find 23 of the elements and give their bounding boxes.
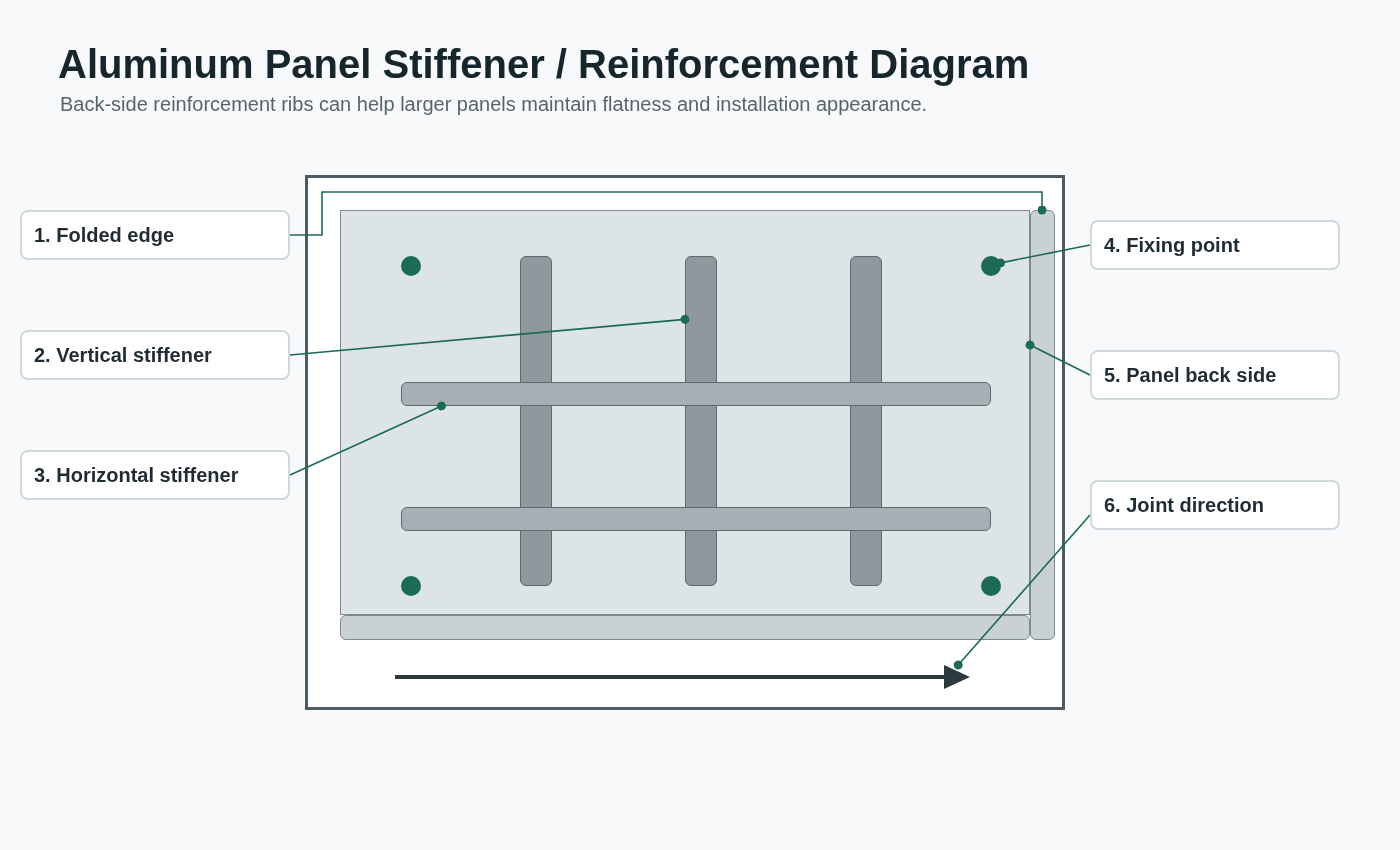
folded-edge [340,615,1030,640]
horizontal-stiffener [401,507,991,531]
subtitle: Back-side reinforcement ribs can help larger panels maintain flatness and installation appearance. [60,92,928,116]
leader-line [1025,340,1091,376]
callout-label: 2. Vertical stiffener [20,330,290,380]
leader-line [996,244,1091,268]
fixing-point [981,256,1001,276]
callout-label: 1. Folded edge [20,210,290,260]
callout-label: 5. Panel back side [1090,350,1340,400]
direction-arrow [395,665,970,689]
callout-label: 4. Fixing point [1090,220,1340,270]
leader-line [289,314,690,356]
leader-line [289,401,446,476]
title: Aluminum Panel Stiffener / Reinforcement Diagram [58,41,1030,88]
callout-label: 3. Horizontal stiffener [20,450,290,500]
leader-line [953,514,1091,670]
fixing-point [401,256,421,276]
panel-back-face [340,210,1030,615]
horizontal-stiffener [401,382,991,406]
fixing-point [981,576,1001,596]
folded-edge [1030,210,1055,640]
fixing-point [401,576,421,596]
callout-label: 6. Joint direction [1090,480,1340,530]
